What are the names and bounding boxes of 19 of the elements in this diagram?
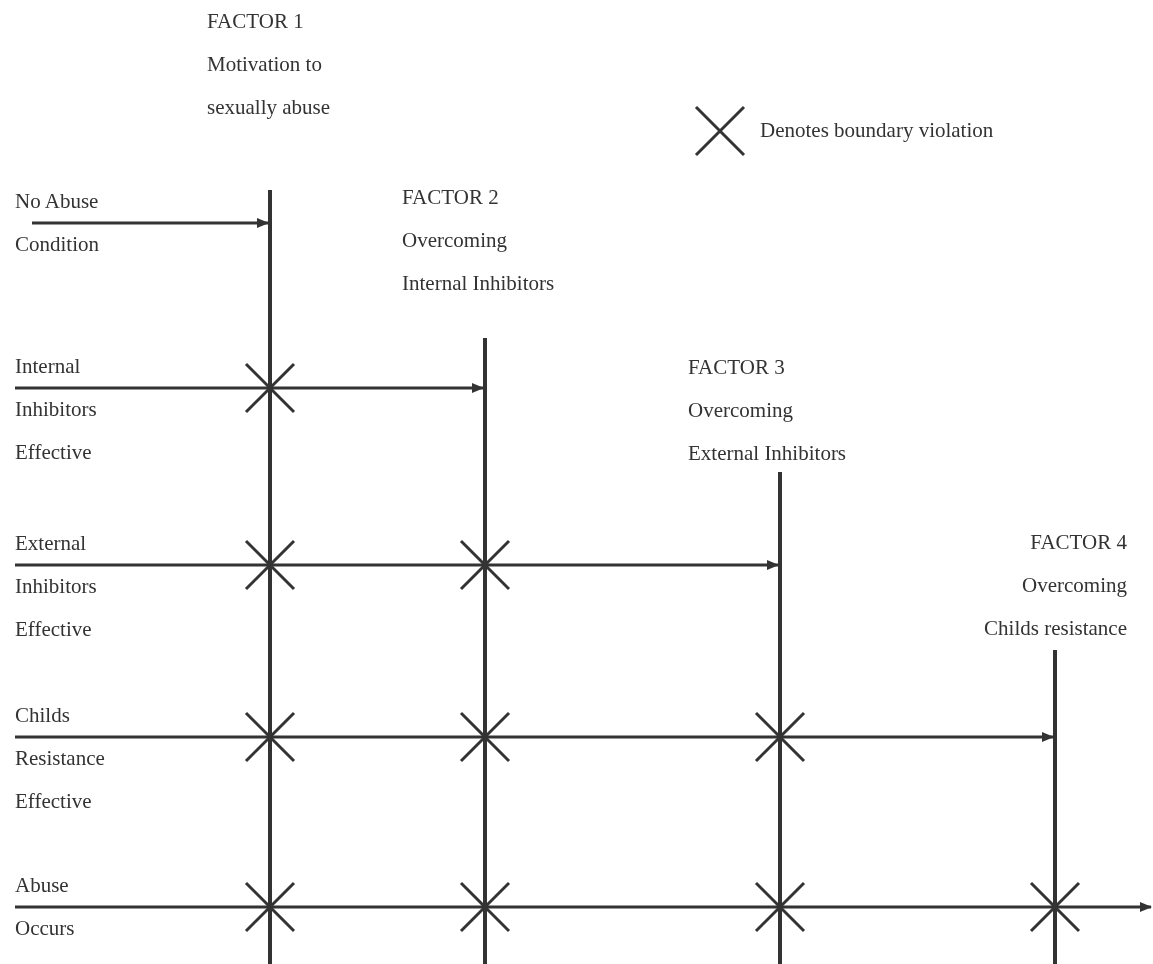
arrow — [15, 902, 1152, 912]
factor-description: Overcoming Internal Inhibitors — [402, 227, 556, 297]
factor-heading: FACTOR 4 — [1029, 529, 1127, 556]
row-label: Childs Resistance Effective — [15, 702, 106, 815]
arrow — [15, 560, 779, 570]
factor-description: Overcoming External Inhibitors — [688, 397, 848, 467]
arrow — [15, 732, 1054, 742]
factor-description: Motivation to sexually abuse — [207, 51, 332, 121]
legend-label: Denotes boundary violation — [760, 117, 994, 144]
row-label: Internal Inhibitors Effective — [15, 353, 98, 466]
factor-description: Overcoming Childs resistance — [983, 572, 1127, 642]
row-label: No Abuse Condition — [15, 188, 100, 258]
arrow — [15, 383, 484, 393]
factor-heading: FACTOR 2 — [402, 184, 500, 211]
row-label: External Inhibitors Effective — [15, 530, 98, 643]
arrow — [32, 218, 269, 228]
factor-heading: FACTOR 1 — [207, 8, 305, 35]
factor-heading: FACTOR 3 — [688, 354, 786, 381]
row-label: Abuse Occurs — [15, 872, 76, 942]
